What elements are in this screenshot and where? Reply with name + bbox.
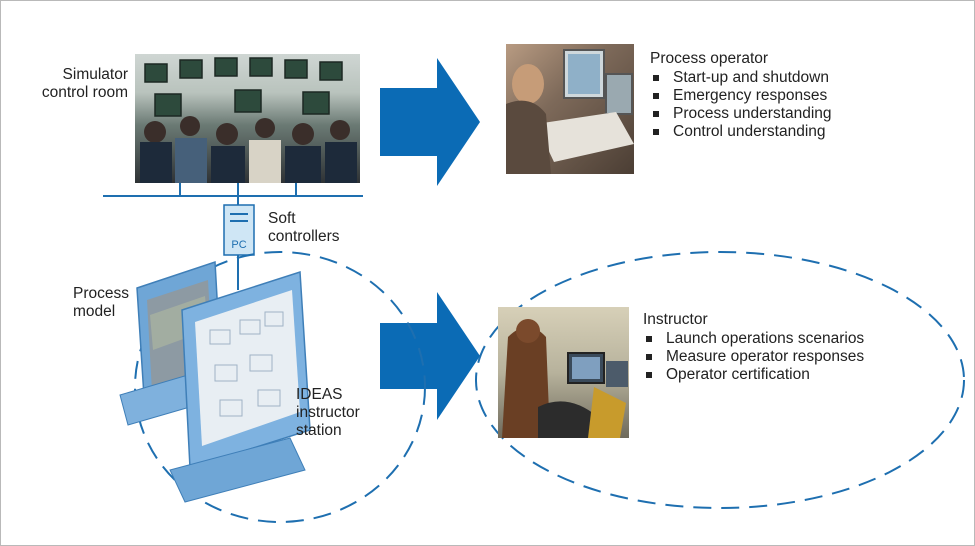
instructor-item: Measure operator responses — [643, 348, 923, 366]
operator-item: Start-up and shutdown — [650, 69, 890, 87]
ideas-station-line3: station — [296, 422, 342, 439]
ideas-station-line1: IDEAS — [296, 386, 343, 403]
instructor-block: Instructor Launch operations scenarios M… — [643, 311, 923, 384]
soft-controllers-line2: controllers — [268, 228, 340, 245]
simulator-label-line2: control room — [41, 84, 128, 101]
process-model-label: Process model — [73, 285, 129, 321]
pc-badge-label: PC — [224, 236, 254, 254]
operator-block: Process operator Start-up and shutdown E… — [650, 50, 890, 141]
pc-badge-text: PC — [231, 239, 247, 251]
operator-item: Process understanding — [650, 105, 890, 123]
soft-controllers-line1: Soft — [268, 210, 296, 227]
ideas-station-label: IDEAS instructor station — [296, 386, 360, 440]
operator-list: Start-up and shutdown Emergency response… — [650, 69, 890, 141]
process-model-line2: model — [73, 303, 116, 320]
arrow-to-instructor — [380, 292, 480, 420]
monitor-front — [169, 270, 311, 503]
simulator-control-room-label: Simulator control room — [40, 66, 128, 102]
operator-title: Process operator — [650, 50, 769, 67]
simulator-label-line1: Simulator — [62, 66, 128, 83]
instructor-item: Operator certification — [643, 366, 923, 384]
arrow-to-operator — [380, 58, 480, 186]
instructor-photo — [498, 307, 629, 438]
instructor-item: Launch operations scenarios — [643, 330, 923, 348]
process-operator-photo — [506, 44, 634, 174]
instructor-list: Launch operations scenarios Measure oper… — [643, 330, 923, 384]
station-dashed-ellipse — [134, 251, 426, 523]
operator-item: Control understanding — [650, 123, 890, 141]
instructor-dashed-ellipse — [475, 251, 965, 509]
simulator-control-room-photo — [135, 54, 360, 183]
instructor-title: Instructor — [643, 311, 708, 328]
soft-controllers-label: Soft controllers — [268, 210, 340, 246]
ideas-station-line2: instructor — [296, 404, 360, 421]
operator-item: Emergency responses — [650, 87, 890, 105]
process-model-line1: Process — [73, 285, 129, 302]
